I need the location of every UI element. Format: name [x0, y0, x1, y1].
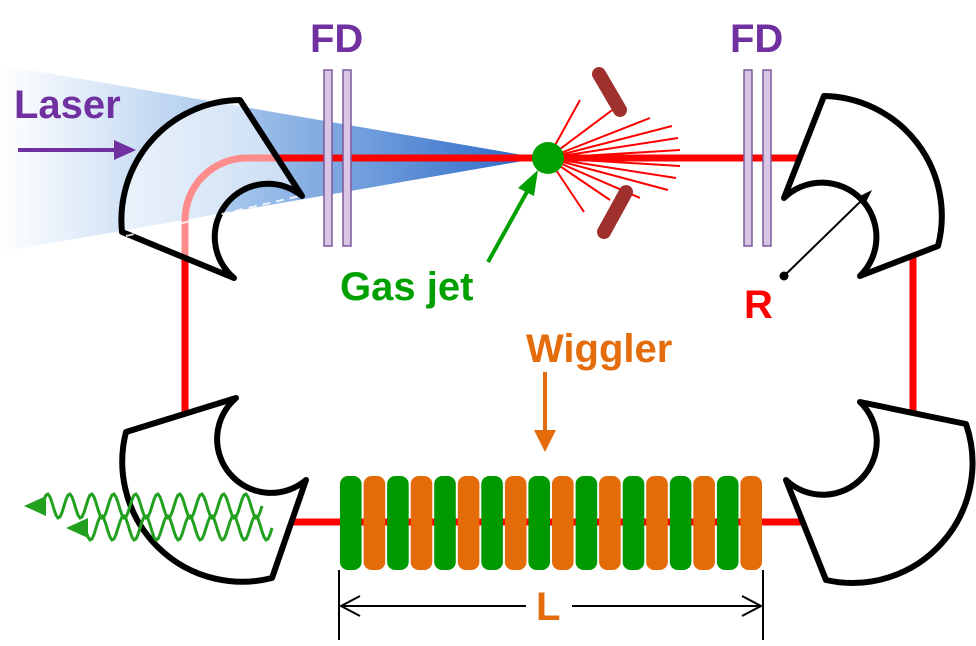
bending-magnet-bottom-right: [783, 399, 976, 586]
wiggler-pole: [693, 476, 715, 570]
wiggler-pole: [504, 476, 527, 570]
laser-arrow: [18, 140, 136, 160]
wiggler-pole: [622, 476, 645, 570]
wiggler-pole: [457, 476, 480, 570]
wiggler-pole: [481, 476, 503, 570]
gas-jet-arrow: [486, 170, 538, 263]
wiggler-pole: [387, 476, 409, 570]
detector-bottom: [597, 185, 633, 239]
gas-jet-dot: [532, 142, 564, 174]
wiggler-arrow: [534, 372, 556, 452]
radius-label: R: [744, 283, 773, 327]
detector-top: [592, 67, 627, 117]
wiggler-pole: [363, 476, 386, 570]
wiggler-pole: [528, 476, 550, 570]
wiggler-pole: [552, 476, 574, 570]
fd-label-right: FD: [730, 17, 783, 61]
bending-magnet-top-left: [118, 97, 305, 281]
wiggler-magnet-array: [340, 476, 762, 570]
wiggler-pole: [575, 476, 598, 570]
wiggler-pole: [410, 476, 433, 570]
bending-magnet-bottom-left: [119, 395, 309, 585]
wiggler-pole: [434, 476, 456, 570]
wiggler-pole: [599, 476, 621, 570]
gas-jet-label: Gas jet: [340, 265, 473, 309]
wiggler-pole: [646, 476, 668, 570]
wiggler-pole: [740, 476, 762, 570]
wiggler-pole: [340, 476, 362, 570]
length-dimension: [338, 570, 764, 640]
wiggler-pole: [669, 476, 692, 570]
emitted-radiation: [24, 492, 274, 542]
focusing-defocusing-left: [323, 69, 352, 247]
bending-magnet-top-right: [781, 93, 945, 279]
radius-indicator: [779, 190, 872, 281]
wiggler-pole: [716, 476, 739, 570]
focusing-defocusing-right: [743, 69, 772, 247]
laser-label: Laser: [14, 83, 121, 127]
length-label: L: [536, 585, 560, 629]
wiggler-label: Wiggler: [526, 327, 672, 371]
fd-label-left: FD: [310, 17, 363, 61]
